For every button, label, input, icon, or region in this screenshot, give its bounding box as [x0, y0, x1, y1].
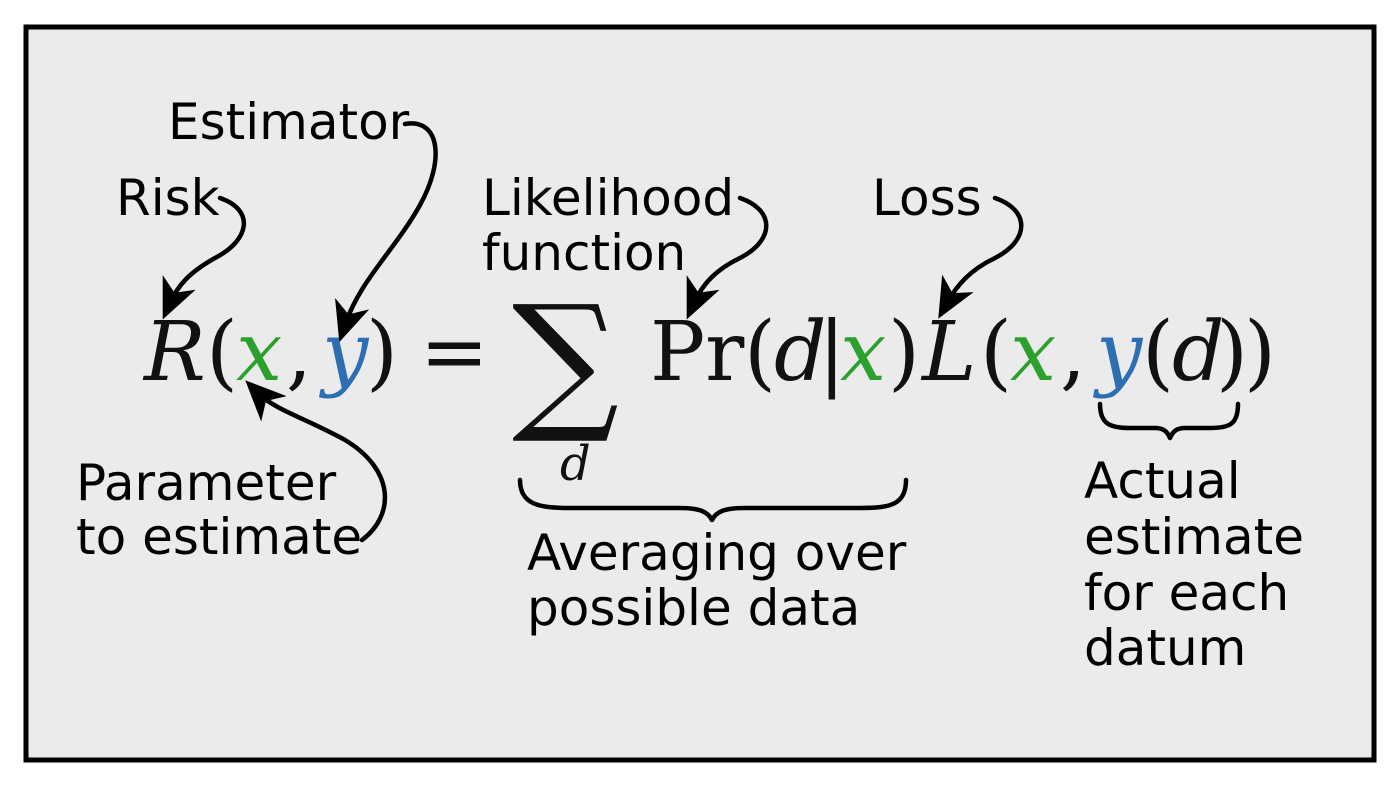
actual-estimate-label-line1: Actual — [1084, 452, 1241, 510]
parameter-arrow — [245, 380, 388, 543]
eq-sum-index: d — [560, 436, 591, 492]
eq-parameter-x: x — [236, 305, 282, 400]
averaging-label-line1: Averaging over — [527, 524, 907, 582]
parameter-label-line1: Parameter — [76, 454, 337, 512]
actual-estimate-label-line3: for each — [1084, 564, 1289, 622]
eq-L: L — [920, 305, 976, 400]
eq-given-bar: | — [818, 305, 846, 400]
eq-comma-1: , — [286, 305, 312, 400]
eq-estimator-y: y — [318, 305, 370, 400]
loss-label: Loss — [872, 169, 982, 227]
eq-open-paren-3: ( — [980, 305, 1012, 400]
risk-label: Risk — [116, 169, 220, 227]
likelihood-label-line2: function — [482, 224, 686, 282]
parameter-label-line2: to estimate — [76, 508, 362, 566]
eq-data-d-2: d — [1172, 305, 1225, 400]
averaging-brace — [517, 477, 909, 523]
likelihood-label-line1: Likelihood — [482, 169, 734, 227]
eq-close-paren-2: ) — [888, 305, 920, 400]
estimator-label: Estimator — [168, 93, 410, 151]
actual-estimate-label-line4: datum — [1084, 619, 1246, 677]
likelihood-arrow — [686, 195, 769, 320]
risk-arrow — [162, 195, 247, 320]
eq-sum-symbol: ∑ — [512, 274, 619, 448]
eq-estimate-y-2: y — [1092, 305, 1144, 400]
eq-Pr: Pr — [650, 305, 745, 400]
eq-R: R — [142, 305, 206, 400]
eq-equals: = — [420, 305, 489, 400]
eq-close-paren-4: ) — [1216, 305, 1248, 400]
averaging-label-line2: possible data — [527, 579, 860, 637]
eq-open-paren-1: ( — [206, 305, 238, 400]
actual-estimate-label-line2: estimate — [1084, 508, 1304, 566]
eq-parameter-x-3: x — [1010, 305, 1056, 400]
eq-open-paren-4: ( — [1142, 305, 1174, 400]
estimator-arrow — [335, 121, 438, 343]
loss-arrow — [938, 195, 1024, 319]
actual-estimate-brace — [1097, 401, 1241, 441]
eq-close-paren-1: ) — [366, 305, 398, 400]
eq-open-paren-2: ( — [744, 305, 776, 400]
eq-parameter-x-2: x — [840, 305, 886, 400]
eq-data-d-1: d — [774, 305, 827, 400]
risk-equation: R ( x , y ) = ∑ d Pr ( d | x ) L ( x , y… — [142, 274, 1276, 492]
eq-comma-2: , — [1060, 305, 1086, 400]
eq-close-paren-3: ) — [1244, 305, 1276, 400]
